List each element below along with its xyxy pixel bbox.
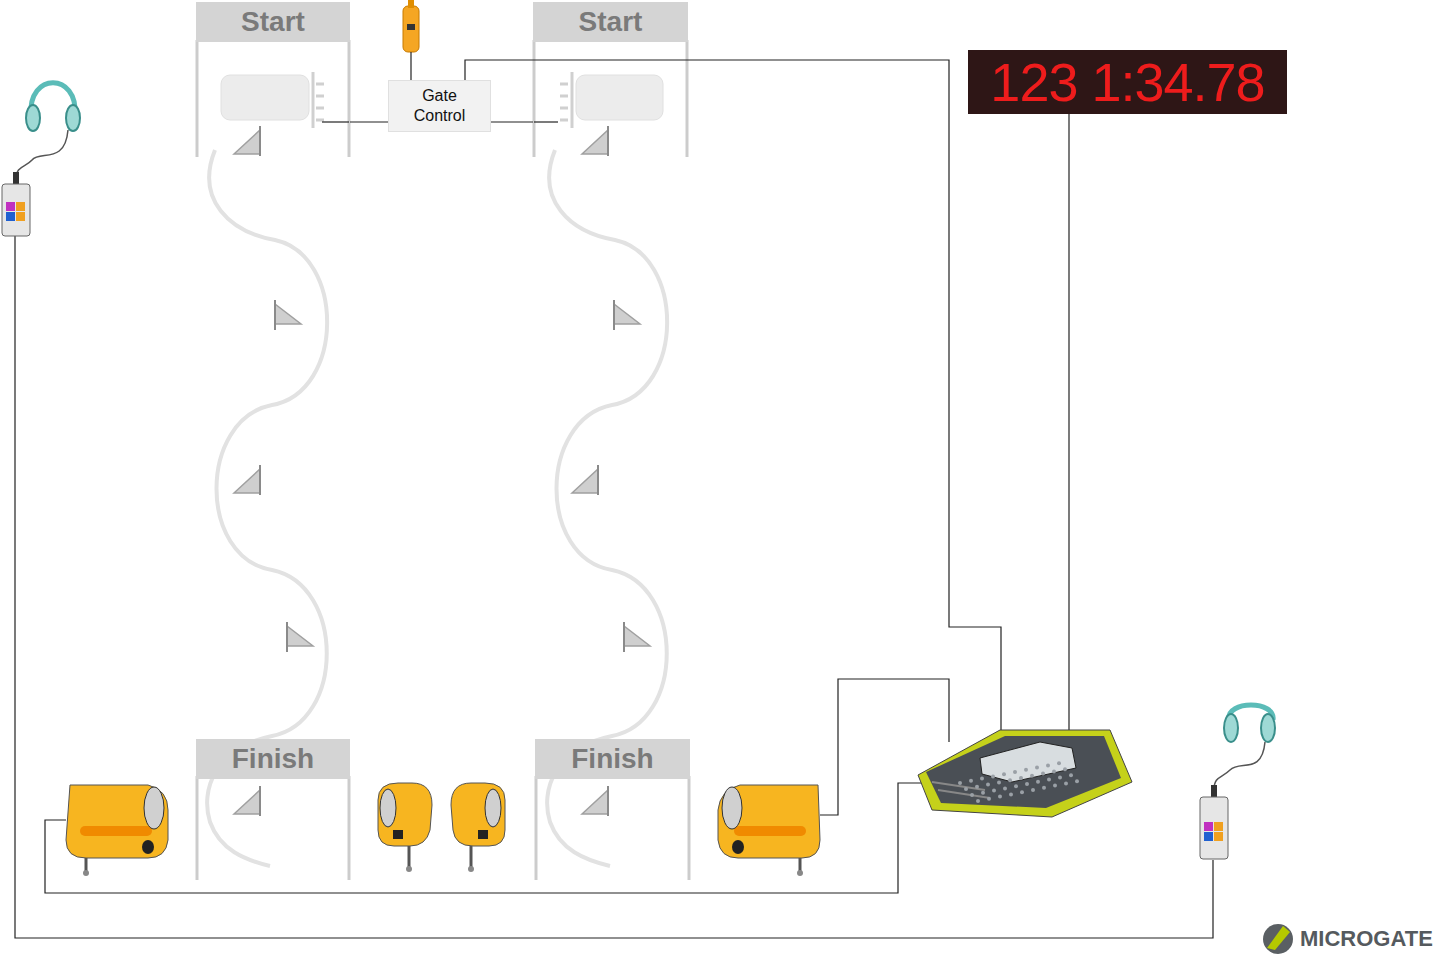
key [1036, 780, 1040, 784]
key [1057, 761, 1061, 765]
key [1047, 778, 1051, 782]
gate-header: Start [533, 2, 688, 42]
signal-wire [15, 60, 1213, 938]
key [1025, 782, 1029, 786]
start-trigger [403, 0, 419, 80]
key [1030, 774, 1034, 778]
key [964, 787, 968, 791]
key [986, 783, 990, 787]
key [1024, 768, 1028, 772]
key [1002, 772, 1006, 776]
node-label: Gate Control [405, 86, 475, 126]
key [969, 779, 973, 783]
key [1014, 784, 1018, 788]
key [1058, 775, 1062, 779]
headset [2, 83, 1275, 859]
key [992, 789, 996, 793]
timer-console [918, 730, 1132, 817]
gate-header: Finish [535, 739, 690, 779]
key [1046, 763, 1050, 767]
node-label: Finish [232, 743, 314, 775]
key [1020, 790, 1024, 794]
gate-header: Finish [196, 739, 350, 779]
node-label: Finish [571, 743, 653, 775]
gate-control-box: Gate Control [388, 80, 491, 132]
node-label: Start [241, 6, 305, 38]
key [1019, 776, 1023, 780]
key [1008, 778, 1012, 782]
key [1041, 772, 1045, 776]
key [1042, 786, 1046, 790]
key [1053, 784, 1057, 788]
key [1052, 769, 1056, 773]
gate-cable [491, 121, 533, 122]
photocell [66, 783, 820, 876]
start-area: Start [533, 2, 688, 157]
key [1063, 767, 1067, 771]
gate-bracket [197, 40, 689, 880]
finish-area: Finish [535, 739, 690, 880]
key [976, 799, 980, 803]
key [1035, 766, 1039, 770]
key [1031, 788, 1035, 792]
key [1064, 781, 1068, 785]
logo-mark [1263, 924, 1293, 954]
start-area: Start [196, 2, 350, 157]
gate-cable [350, 121, 388, 122]
key [987, 797, 991, 801]
key [970, 793, 974, 797]
slalom-track [207, 150, 667, 866]
slalom-gate [234, 126, 650, 816]
gate-header: Start [196, 2, 350, 42]
key [1003, 786, 1007, 790]
key [1075, 779, 1079, 783]
key [1069, 773, 1073, 777]
key [997, 780, 1001, 784]
key [975, 785, 979, 789]
finish-area: Finish [196, 739, 350, 880]
key [1013, 770, 1017, 774]
key [981, 791, 985, 795]
node-label: Start [579, 6, 643, 38]
display-readout: 123 1:34.78 [990, 54, 1264, 110]
key [991, 774, 995, 778]
brand-name: MICROGATE [1300, 926, 1433, 952]
key [998, 795, 1002, 799]
key [1009, 792, 1013, 796]
key [980, 777, 984, 781]
key [958, 781, 962, 785]
led-display: 123 1:34.78 [968, 50, 1287, 114]
